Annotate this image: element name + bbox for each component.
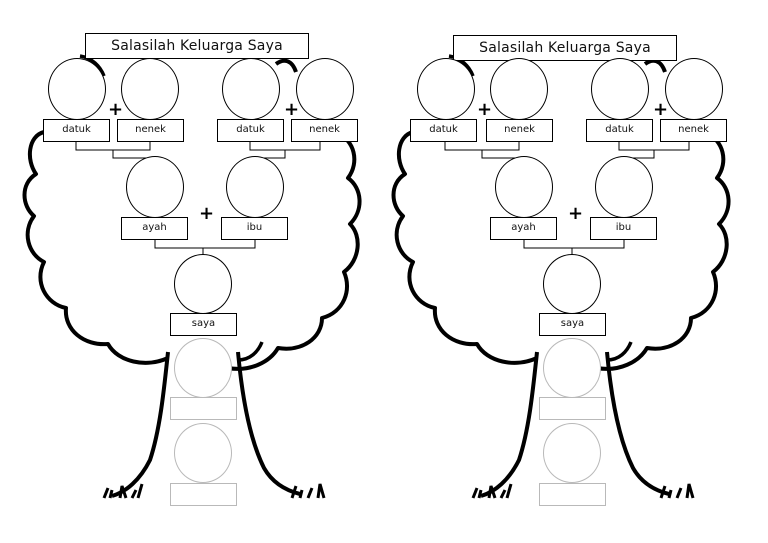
photo-circle-blank-1[interactable]	[174, 338, 232, 398]
label-datuk-2[interactable]: datuk	[217, 119, 284, 142]
grass-tuft-left	[102, 483, 144, 499]
worksheet-title: Salasilah Keluarga Saya	[453, 35, 677, 61]
plus-sign-grandparents-1: +	[477, 99, 493, 120]
plus-sign-parents: +	[199, 203, 215, 224]
label-nenek-2[interactable]: nenek	[291, 119, 358, 142]
label-nenek-1[interactable]: nenek	[117, 119, 184, 142]
grass-tuft-right	[290, 483, 326, 499]
tree-trunk-right-edge	[236, 351, 301, 496]
plus-sign-grandparents-2: +	[653, 99, 669, 120]
tree-illustration	[391, 54, 731, 499]
label-blank-2[interactable]	[170, 483, 237, 506]
tree-branch-top-right	[643, 58, 667, 73]
label-blank-2[interactable]	[539, 483, 606, 506]
photo-circle-ayah[interactable]	[126, 156, 184, 218]
photo-circle-saya[interactable]	[543, 254, 601, 314]
photo-circle-blank-1[interactable]	[543, 338, 601, 398]
photo-circle-datuk-2[interactable]	[222, 58, 280, 120]
label-ayah[interactable]: ayah	[121, 217, 188, 240]
grass-tuft-left	[471, 483, 513, 499]
label-datuk-1[interactable]: datuk	[43, 119, 110, 142]
family-tree-worksheet-right: Salasilah Keluarga Saya + + datuk nenek …	[369, 0, 753, 543]
label-nenek-2[interactable]: nenek	[660, 119, 727, 142]
connector-grandparents-1	[444, 142, 524, 159]
label-ayah[interactable]: ayah	[490, 217, 557, 240]
tree-canopy-outline	[22, 130, 362, 371]
tree-canopy-outline	[391, 130, 731, 371]
tree-trunk-left-edge	[111, 351, 170, 498]
tree-branch-stub	[237, 341, 264, 362]
label-saya[interactable]: saya	[539, 313, 606, 336]
family-tree-worksheet-left: Salasilah Keluarga Saya + + datuk nenek …	[22, 33, 362, 506]
photo-circle-ibu[interactable]	[595, 156, 653, 218]
photo-circle-datuk-1[interactable]	[48, 58, 106, 120]
label-datuk-2[interactable]: datuk	[586, 119, 653, 142]
connector-grandparents-1	[75, 142, 155, 159]
tree-branch-stub	[606, 341, 633, 362]
label-datuk-1[interactable]: datuk	[410, 119, 477, 142]
worksheet-title: Salasilah Keluarga Saya	[85, 33, 309, 59]
photo-circle-saya[interactable]	[174, 254, 232, 314]
tree-trunk-left-edge	[480, 351, 539, 498]
photo-circle-nenek-1[interactable]	[121, 58, 179, 120]
tree-trunk-right-edge	[605, 351, 670, 496]
photo-circle-blank-2[interactable]	[174, 423, 232, 483]
label-blank-1[interactable]	[170, 397, 237, 420]
plus-sign-grandparents-1: +	[108, 99, 124, 120]
grass-tuft-right	[659, 483, 695, 499]
photo-circle-ibu[interactable]	[226, 156, 284, 218]
photo-circle-ayah[interactable]	[495, 156, 553, 218]
tree-branch-top-right	[274, 58, 298, 73]
label-ibu[interactable]: ibu	[221, 217, 288, 240]
label-saya[interactable]: saya	[170, 313, 237, 336]
photo-circle-datuk-2[interactable]	[591, 58, 649, 120]
plus-sign-parents: +	[568, 203, 584, 224]
photo-circle-datuk-1[interactable]	[417, 58, 475, 120]
label-ibu[interactable]: ibu	[590, 217, 657, 240]
plus-sign-grandparents-2: +	[284, 99, 300, 120]
label-blank-1[interactable]	[539, 397, 606, 420]
photo-circle-nenek-2[interactable]	[296, 58, 354, 120]
photo-circle-nenek-2[interactable]	[665, 58, 723, 120]
label-nenek-1[interactable]: nenek	[486, 119, 553, 142]
photo-circle-blank-2[interactable]	[543, 423, 601, 483]
tree-branch-top-left	[448, 54, 475, 77]
photo-circle-nenek-1[interactable]	[490, 58, 548, 120]
tree-branch-top-left	[79, 54, 106, 77]
